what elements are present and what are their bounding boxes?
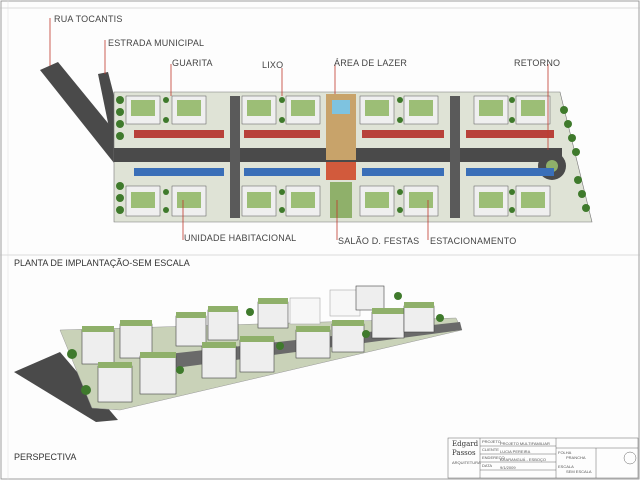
trees — [116, 96, 590, 214]
tb-row1-value: PROJETO MULTIFAMILIAR — [500, 441, 550, 446]
architect-role: ARQUITETURA — [452, 460, 481, 465]
site-plan — [40, 18, 593, 240]
tb-row4-value: 9/1/2009 — [500, 465, 516, 470]
title-block-frame — [447, 437, 639, 479]
perspectiva-title: PERSPECTIVA — [14, 452, 77, 462]
label-salao-festas: SALÃO D. FESTAS — [338, 236, 420, 246]
tb-row3-label: ENDEREÇO — [482, 455, 505, 460]
leader-lines — [49, 18, 549, 240]
pool — [332, 100, 350, 114]
architect-name-line1: Edgard — [452, 440, 479, 448]
road-rua-tocantis — [40, 62, 130, 168]
label-unidade-habitacional: UNIDADE HABITACIONAL — [184, 233, 297, 243]
parking-bottom — [134, 168, 554, 176]
planta-title: PLANTA DE IMPLANTAÇÃO-SEM ESCALA — [14, 258, 190, 268]
tb-row4-label: DATA — [482, 463, 493, 468]
tb-row2-label: CLIENTE — [482, 447, 499, 452]
perspective-trees — [67, 292, 444, 395]
tb-row2-value: LUCIA PEREIRA — [500, 449, 531, 454]
tb-row3-value: ARARANGUÁ - ESBOÇO — [500, 457, 547, 462]
label-rua-tocantis: RUA TOCANTIS — [54, 14, 123, 24]
salao-lawn — [330, 182, 352, 218]
tb-sheet-label: FOLHA — [558, 450, 572, 455]
tb-row1-label: PROJETO — [482, 439, 501, 444]
building-row-bottom — [125, 185, 551, 217]
label-guarita: GUARITA — [172, 58, 213, 68]
label-retorno: RETORNO — [514, 58, 561, 68]
label-area-lazer: ÁREA DE LAZER — [334, 58, 408, 68]
label-estrada-municipal: ESTRADA MUNICIPAL — [108, 38, 205, 48]
perspective-buildings — [81, 285, 435, 403]
tb-scale-label: ESCALA — [558, 464, 574, 469]
architect-name-line2: Passos — [452, 449, 476, 457]
cross-road-1 — [230, 96, 240, 218]
tb-sheet-value: PRANCHA — [566, 455, 586, 460]
cross-road-2 — [450, 96, 460, 218]
parking-top — [134, 130, 554, 138]
label-lixo: LIXO — [262, 60, 284, 70]
salao-festas-roof — [326, 162, 356, 180]
label-estacionamento: ESTACIONAMENTO — [430, 236, 517, 246]
tb-scale-value: SEM ESCALA — [566, 469, 592, 474]
building-row-top — [125, 95, 551, 125]
perspective-view — [14, 285, 463, 422]
